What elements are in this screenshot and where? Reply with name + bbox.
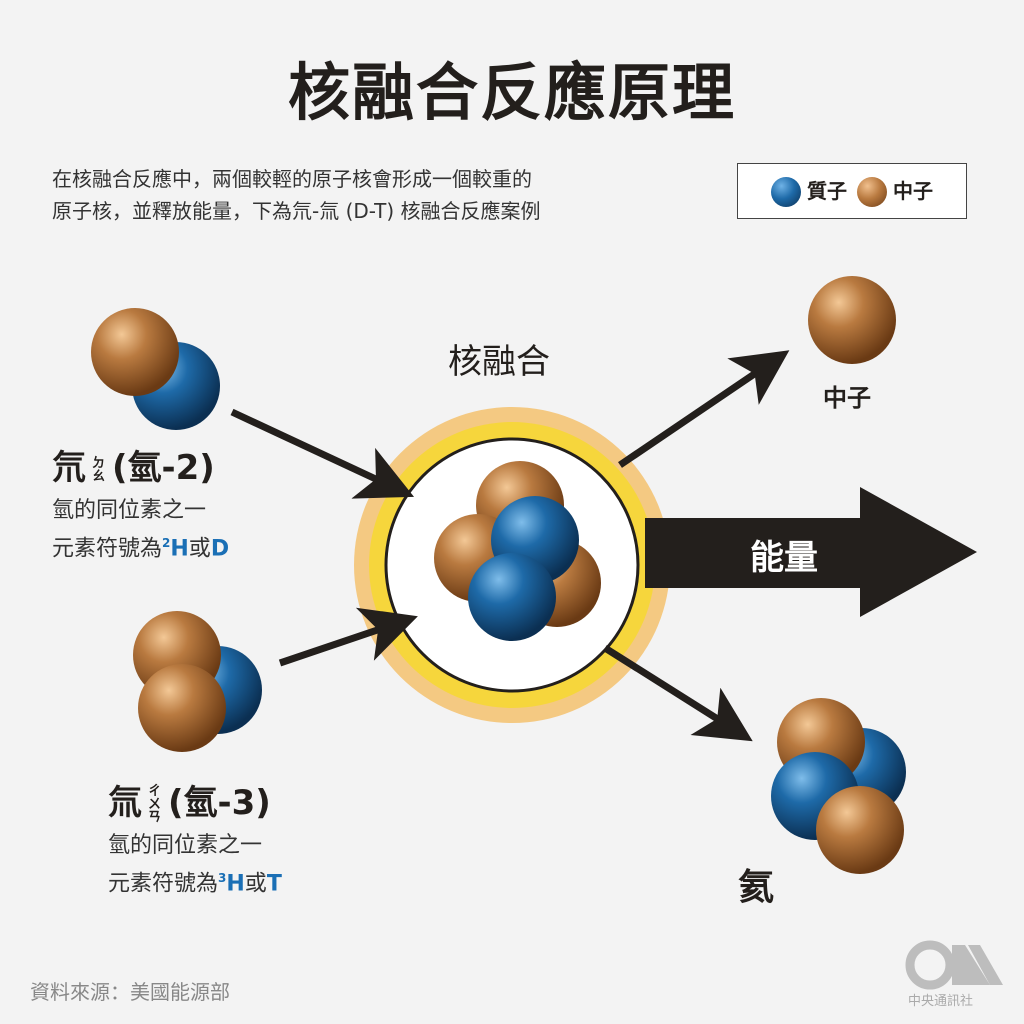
proton-icon [771, 177, 801, 208]
cna-logo [905, 940, 1003, 990]
description-line-1: 在核融合反應中，兩個較輕的原子核會形成一個較重的 [52, 167, 532, 191]
arrow-tritium-in [278, 607, 418, 667]
deuterium-label: 氘ㄉㄠ(氫-2) 氫的同位素之一 元素符號為2H或D [52, 448, 230, 562]
helium-label: 氦 [738, 867, 775, 908]
page-title: 核融合反應原理 [287, 56, 736, 129]
arrow-helium-out [603, 645, 753, 742]
center-glow [354, 407, 670, 723]
legend-neutron: 中子 [857, 175, 933, 208]
tritium-atom [133, 611, 262, 752]
logo-text: 中央通訊社 [908, 994, 974, 1009]
neutron-icon [857, 177, 887, 208]
free-neutron [808, 276, 896, 364]
description-line-2: 原子核，並釋放能量，下為氘-氚 (D-T) 核融合反應案例 [52, 199, 541, 223]
source-note: 資料來源：美國能源部 [30, 980, 230, 1004]
energy-arrow [645, 487, 977, 617]
fusion-label: 核融合 [448, 342, 550, 382]
legend: 質子 中子 [737, 163, 967, 219]
neutron-label: 中子 [823, 384, 871, 412]
energy-label: 能量 [750, 538, 818, 578]
tritium-label: 氚ㄔㄨㄢ(氫-3) 氫的同位素之一 元素符號為3H或T [108, 783, 282, 897]
arrow-deuterium-in [230, 408, 415, 499]
arrow-neutron-out [618, 350, 790, 468]
helium-atom [771, 698, 906, 874]
deuterium-atom [91, 308, 220, 430]
legend-proton: 質子 [771, 175, 847, 208]
fusion-nucleus [434, 461, 601, 641]
